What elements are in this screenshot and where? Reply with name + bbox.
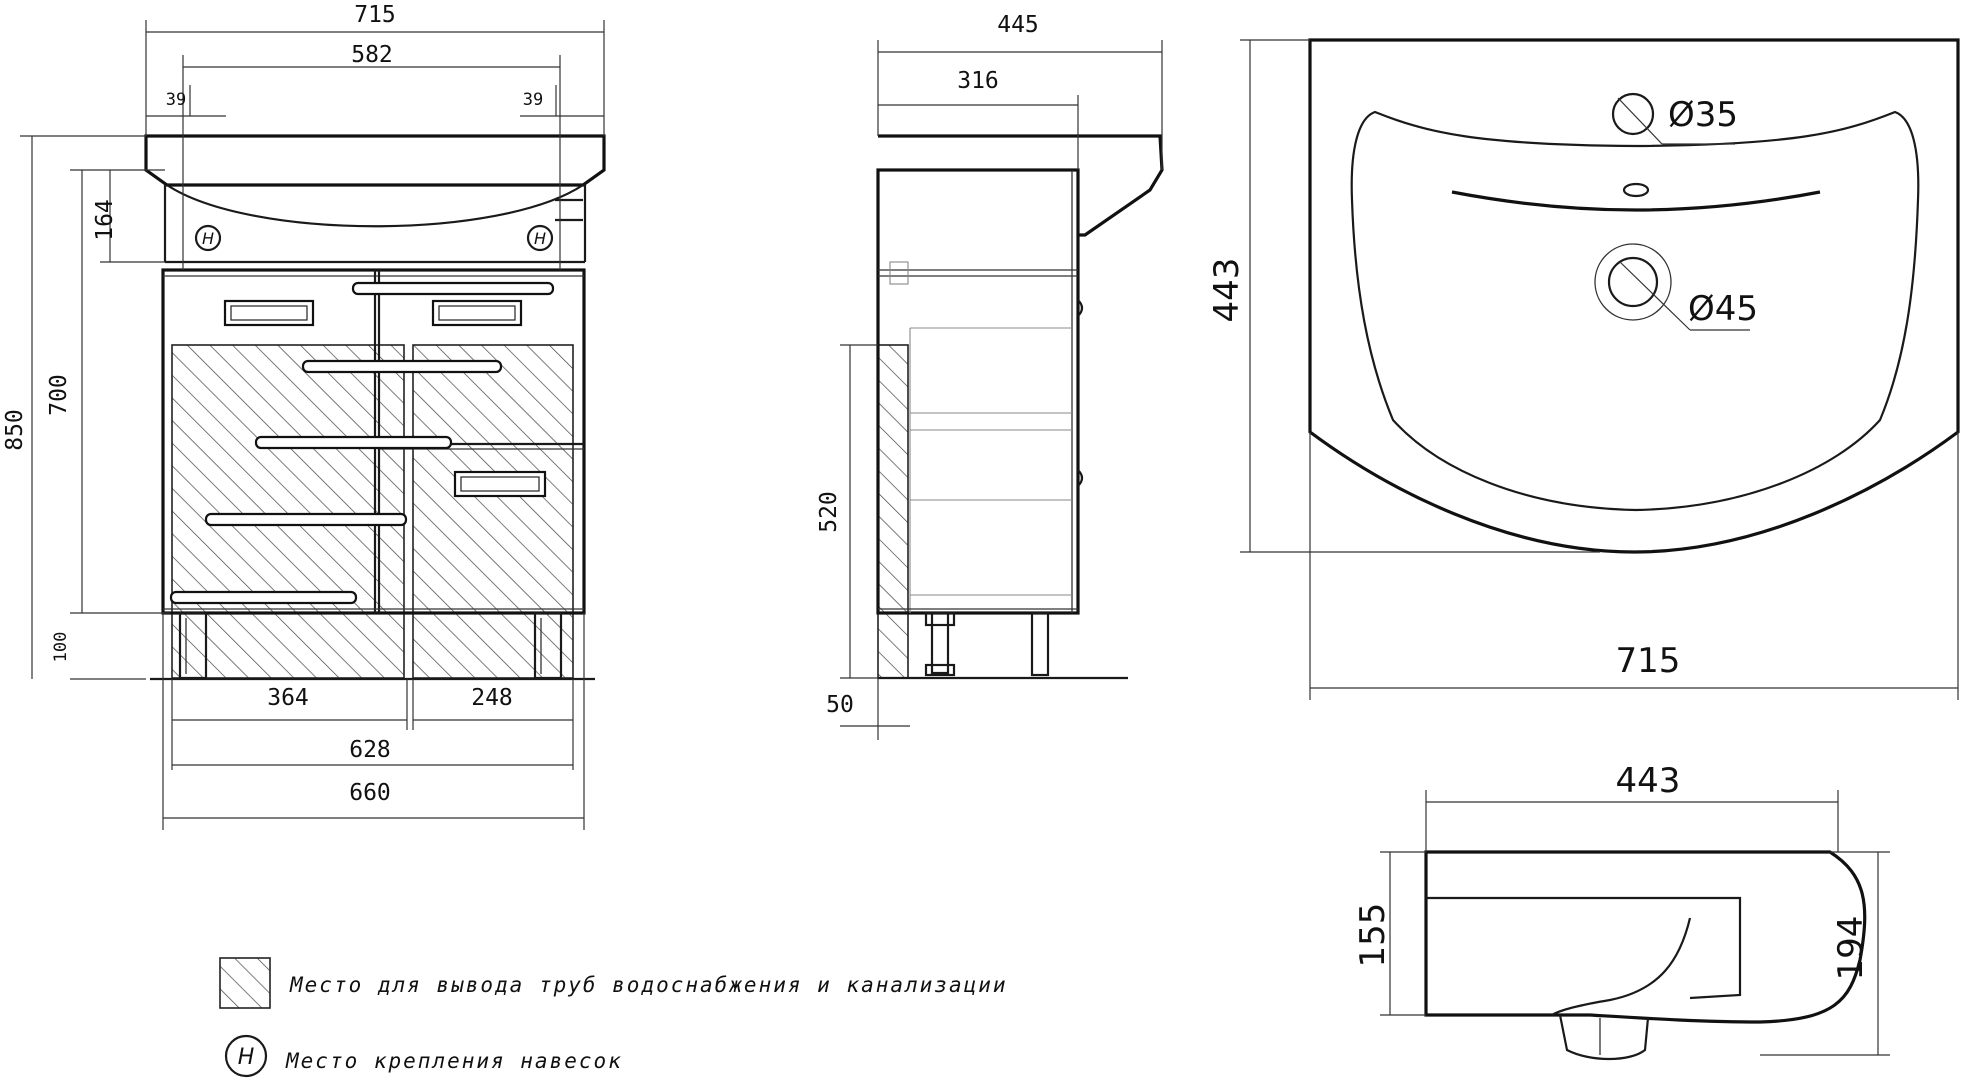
cabinet-body	[161, 268, 586, 615]
svg-text:155: 155	[1353, 903, 1393, 968]
basin-bowl	[1350, 110, 1920, 512]
sink-top	[144, 134, 606, 187]
side-pipe-zone	[877, 344, 909, 679]
svg-text:164: 164	[92, 199, 118, 241]
side-dims: 445 316 520 50	[816, 12, 1163, 740]
front-left-dims: 850 700 164 100	[2, 135, 170, 680]
mount-mark-right: H	[526, 224, 554, 252]
front-view: H H	[2, 2, 606, 830]
svg-text:316: 316	[957, 68, 999, 94]
svg-text:H: H	[238, 1045, 255, 1070]
left-rail-2	[254, 435, 453, 450]
basin-overflow-line	[1451, 190, 1821, 212]
left-rail-1	[301, 359, 503, 374]
svg-text:39: 39	[523, 90, 543, 110]
front-bottom-dims: 364 248 628 660	[162, 613, 585, 830]
pipe-zone-right	[412, 344, 574, 679]
svg-text:715: 715	[1616, 641, 1681, 681]
legend-pipes-text: Место для вывода труб водоснабжения и ка…	[289, 973, 1008, 997]
sink-bowl-curve	[166, 184, 584, 228]
svg-text:443: 443	[1616, 761, 1681, 801]
svg-text:443: 443	[1207, 258, 1247, 323]
svg-text:50: 50	[826, 692, 854, 718]
basin-outline	[1308, 38, 1960, 554]
legend-pipe-swatch	[219, 957, 271, 1009]
side-cabinet	[876, 168, 1080, 615]
svg-text:194: 194	[1831, 916, 1871, 981]
side-sink-top	[878, 134, 1164, 237]
left-rail-3	[204, 512, 408, 527]
svg-text:700: 700	[46, 374, 72, 416]
front-top-dims: 715 582 39 39	[145, 2, 605, 270]
legend-mount-symbol	[224, 1034, 268, 1078]
side-view: 445 316 520 50	[816, 12, 1164, 740]
svg-text:39: 39	[166, 90, 186, 110]
svg-text:850: 850	[2, 409, 28, 451]
svg-text:Ø45: Ø45	[1688, 289, 1758, 329]
pipe-zone-left	[171, 344, 405, 679]
upper-left-handle	[223, 299, 315, 327]
svg-text:364: 364	[267, 685, 309, 711]
legend-mount-text: Место крепления навесок	[285, 1049, 623, 1073]
top-view: Ø35 Ø45 443 715	[1207, 38, 1960, 700]
svg-text:Ø35: Ø35	[1668, 95, 1738, 135]
drawer-rail	[351, 281, 555, 296]
drain-outlet	[1558, 1014, 1650, 1061]
svg-text:H: H	[534, 229, 546, 248]
section-view: 443 155 194	[1353, 761, 1890, 1061]
svg-text:445: 445	[997, 12, 1039, 38]
side-rear-leg	[1030, 611, 1050, 677]
svg-text:715: 715	[354, 2, 396, 28]
tap-hole	[1611, 92, 1655, 136]
svg-text:520: 520	[816, 491, 842, 533]
lower-right-handle	[453, 470, 547, 498]
drain-hole	[1607, 256, 1659, 308]
svg-text:100: 100	[51, 632, 71, 663]
svg-text:H: H	[202, 229, 214, 248]
legend: Место для вывода труб водоснабжения и ка…	[219, 957, 1008, 1078]
mount-mark-left: H	[194, 224, 222, 252]
svg-text:248: 248	[471, 685, 513, 711]
svg-text:660: 660	[349, 780, 391, 806]
upper-right-handle	[431, 299, 523, 327]
svg-text:628: 628	[349, 737, 391, 763]
section-outline	[1424, 850, 1867, 1024]
svg-text:582: 582	[351, 42, 393, 68]
left-rail-4	[169, 590, 358, 605]
